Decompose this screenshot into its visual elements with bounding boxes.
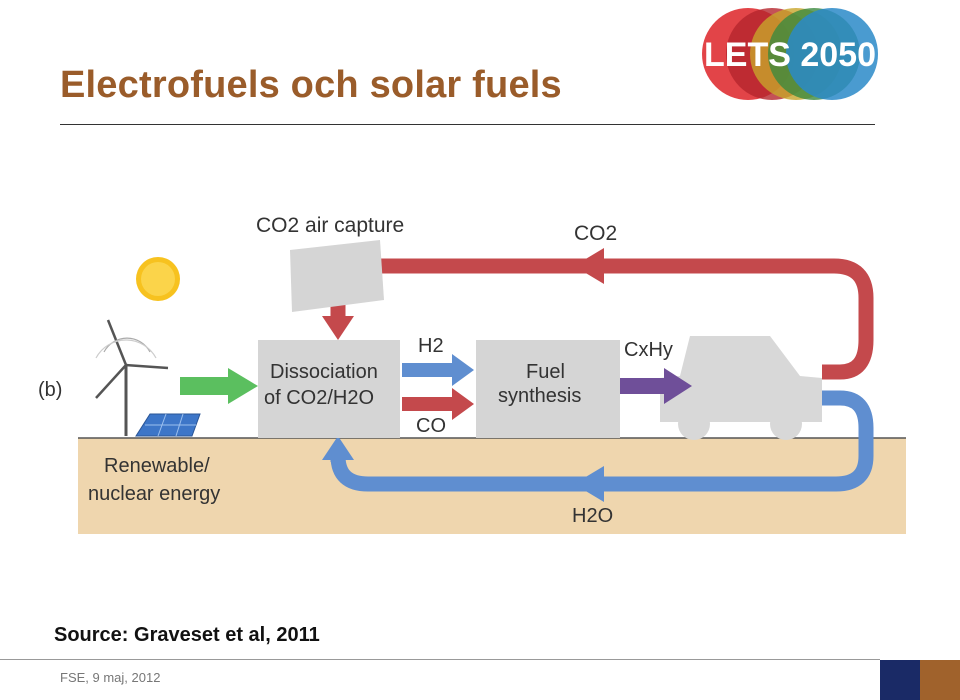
renewable-label-line2: nuclear energy (88, 483, 220, 505)
co2-capture-unit-icon (290, 240, 384, 312)
renewable-label-line1: Renewable/ (104, 455, 210, 477)
h2o-loop-arrow (322, 390, 874, 502)
dissociation-label-line1: Dissociation (270, 361, 378, 383)
footer-rule (0, 659, 880, 660)
energy-input-arrow (180, 368, 258, 404)
panel-label: (b) (38, 379, 62, 401)
solar-panel-icon (135, 413, 201, 437)
footer-color-block-navy (880, 660, 920, 700)
footer-color-block-brown (920, 660, 960, 700)
source-citation: Source: Graveset et al, 2011 (54, 624, 320, 646)
fuel-label-line1: Fuel (526, 361, 565, 383)
slide-title: Electrofuels och solar fuels (60, 64, 562, 106)
title-rule (60, 124, 875, 125)
sun-icon (136, 257, 180, 301)
h2-label: H2 (418, 335, 444, 357)
h2-arrow (402, 354, 474, 386)
cxhy-arrow (620, 368, 692, 404)
cxhy-label: CxHy (624, 339, 673, 361)
co2-air-capture-label: CO2 air capture (256, 214, 404, 237)
fuel-synthesis-box (476, 340, 620, 438)
co-label: CO (416, 415, 446, 437)
h2o-return-label: H2O (572, 505, 613, 527)
dissociation-box (258, 340, 400, 438)
fuel-label-line2: synthesis (498, 385, 581, 407)
car-icon (660, 336, 822, 440)
logo-text: LETS 2050 (704, 36, 876, 74)
co-arrow (402, 388, 474, 420)
footer-text: FSE, 9 maj, 2012 (60, 670, 161, 685)
wind-turbine-icon (95, 319, 169, 436)
co2-return-label: CO2 (574, 222, 617, 245)
lets-2050-logo: LETS 2050 (700, 6, 880, 102)
dissociation-label-line2: of CO2/H2O (264, 387, 374, 409)
